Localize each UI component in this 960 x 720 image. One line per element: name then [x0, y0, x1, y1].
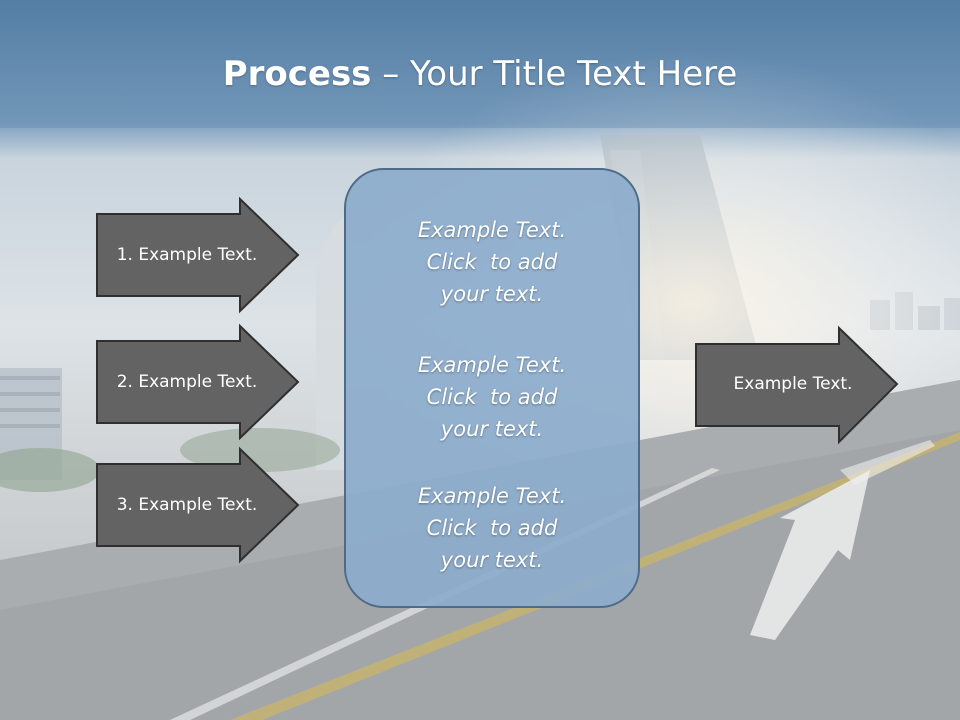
center-process-box[interactable]: Example Text. Click to add your text. Ex… — [344, 168, 640, 608]
title-rest: – Your Title Text Here — [371, 54, 738, 94]
block-3-line-1: Example Text. — [417, 484, 567, 508]
step-label-2: 2. Example Text. — [116, 372, 258, 392]
step-arrow-1[interactable]: 1. Example Text. — [96, 196, 301, 314]
output-label: Example Text. — [733, 374, 853, 394]
block-3-line-3: your text. — [440, 548, 544, 572]
block-2-line-1: Example Text. — [417, 353, 567, 377]
block-3-line-2: Click to add — [426, 516, 558, 540]
step-arrow-2[interactable]: 2. Example Text. — [96, 323, 301, 441]
step-label-1: 1. Example Text. — [116, 245, 258, 265]
arrow-shape-icon — [96, 323, 300, 441]
center-text-block-3: Example Text. Click to add your text. — [346, 480, 638, 576]
slide-title: Process – Your Title Text Here — [0, 52, 960, 96]
output-arrow[interactable]: Example Text. — [695, 325, 900, 445]
center-text-block-2: Example Text. Click to add your text. — [346, 349, 638, 445]
step-arrow-3[interactable]: 3. Example Text. — [96, 446, 301, 564]
arrow-shape-icon — [695, 325, 899, 445]
arrow-shape-icon — [96, 196, 300, 314]
block-1-line-3: your text. — [440, 282, 544, 306]
arrow-shape-icon — [96, 446, 300, 564]
block-1-line-1: Example Text. — [417, 218, 567, 242]
block-1-line-2: Click to add — [426, 250, 558, 274]
step-label-3: 3. Example Text. — [116, 495, 258, 515]
center-text-block-1: Example Text. Click to add your text. — [346, 214, 638, 310]
title-bold: Process — [222, 54, 372, 94]
block-2-line-3: your text. — [440, 417, 544, 441]
block-2-line-2: Click to add — [426, 385, 558, 409]
